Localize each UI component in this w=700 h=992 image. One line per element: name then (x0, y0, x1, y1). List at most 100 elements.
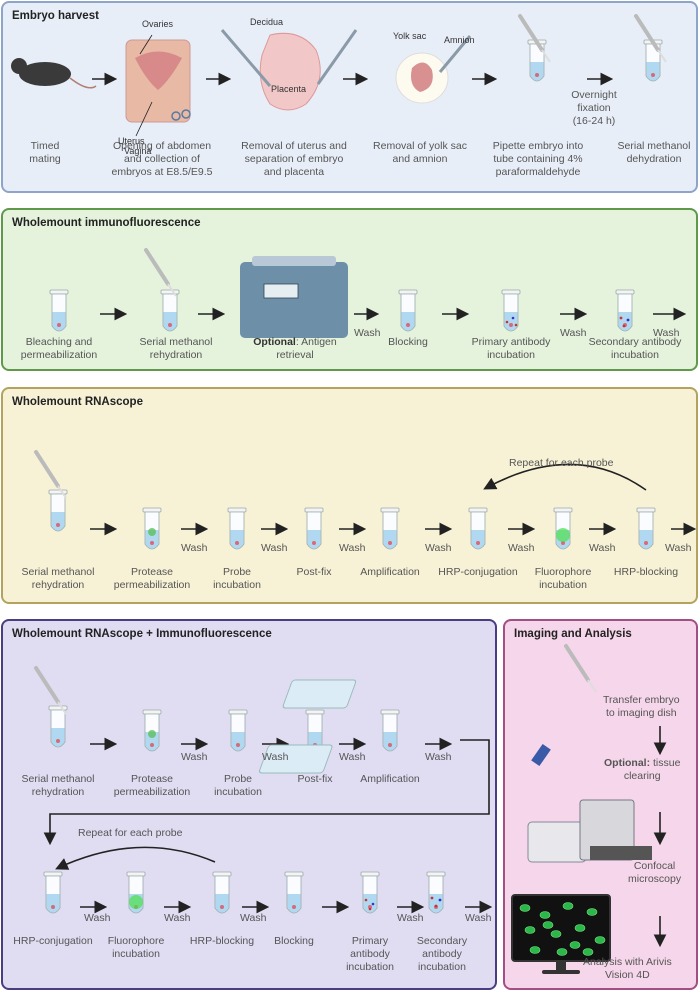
cell-icon (556, 948, 568, 956)
wash-label: Wash (665, 542, 692, 554)
tube-icon (643, 39, 663, 82)
tube-icon (426, 871, 446, 914)
tube-icon (228, 709, 248, 752)
cell-icon (519, 904, 531, 912)
cell-icon (574, 924, 586, 932)
tube-icon (49, 289, 69, 332)
pipette-icon (634, 14, 660, 52)
pipette-icon (518, 14, 544, 52)
mouse-head-icon (11, 58, 27, 74)
pipette-tip-icon (57, 485, 67, 499)
tube-icon (142, 507, 162, 550)
amnion-label: Amnion (444, 35, 475, 45)
tube-icon (126, 871, 146, 914)
wash-label: Wash (354, 327, 381, 339)
tube-icon (380, 507, 400, 550)
mouse-tail-icon (69, 77, 97, 89)
forceps-icon (438, 35, 472, 73)
wash-label: Wash (465, 912, 492, 924)
cell-icon (582, 948, 594, 956)
wash-label: Wash (181, 751, 208, 763)
tube-icon (553, 507, 573, 550)
computer-icon (527, 821, 587, 863)
pipette-tip-icon (167, 283, 177, 297)
repeat-arrow (55, 846, 216, 870)
step-label: HRP-conjugation (13, 935, 93, 947)
wash-label: Wash (508, 542, 535, 554)
step-label: Post-fix (296, 566, 332, 578)
tube-icon (360, 871, 380, 914)
uterus-label: Uterus (118, 136, 145, 146)
scissors-icon (171, 111, 181, 121)
cell-icon (524, 926, 536, 934)
tube-icon (212, 871, 232, 914)
wash-label: Wash (339, 542, 366, 554)
step-label: HRP-blocking (613, 566, 679, 578)
pipette-tip-icon (541, 49, 551, 63)
heat-block-lid-icon (252, 256, 336, 266)
decidua-icon (259, 32, 321, 111)
step-label: Blocking (388, 336, 428, 348)
cell-icon (529, 946, 541, 954)
step-label: Amplification (360, 773, 420, 785)
repeat-arrow (483, 463, 647, 491)
decidua-label: Decidua (250, 17, 284, 27)
repeat-label: Repeat for each probe (78, 827, 183, 839)
imaging-title: Imaging and Analysis (514, 628, 632, 640)
rnascope-if-panel: Wholemount RNAscope + Immunofluorescence (1, 619, 497, 990)
tube-icon (160, 289, 180, 332)
pipette-icon (34, 666, 60, 704)
cell-icon (562, 902, 574, 910)
forceps-icon (316, 29, 358, 85)
pipette-icon (564, 644, 590, 682)
wash-label: Wash (560, 327, 587, 339)
rnascope-title: Wholemount RNAscope (12, 396, 143, 408)
repeat-label: Repeat for each probe (509, 457, 614, 469)
imaging-dish-icon (282, 679, 357, 709)
leader-line (139, 34, 153, 55)
imaging-dish-icon (259, 744, 333, 774)
tube-icon (527, 39, 547, 82)
display-icon (263, 283, 299, 299)
tube-icon (398, 289, 418, 332)
vagina-label: Vagina (124, 146, 152, 156)
wash-label: Wash (261, 542, 288, 554)
tube-icon (468, 507, 488, 550)
immunofluorescence-panel: Wholemount immunofluorescence (1, 208, 698, 371)
ovaries-label: Ovaries (142, 19, 174, 29)
step-label: Amplification (360, 566, 420, 578)
cell-icon (586, 908, 598, 916)
connector-arrow (43, 739, 490, 846)
tube-icon (142, 709, 162, 752)
tube-icon (380, 709, 400, 752)
pipette-tip-icon (657, 49, 667, 63)
tube-icon (284, 871, 304, 914)
tube-icon (227, 507, 247, 550)
placenta-label: Placenta (271, 84, 307, 94)
microscope-base-icon (590, 846, 652, 860)
leader-line (135, 101, 153, 137)
cell-icon (539, 911, 551, 919)
tube-icon (615, 289, 635, 332)
tube-icon (501, 289, 521, 332)
wash-label: Wash (181, 542, 208, 554)
tube-icon (43, 871, 63, 914)
tube-icon (636, 507, 656, 550)
